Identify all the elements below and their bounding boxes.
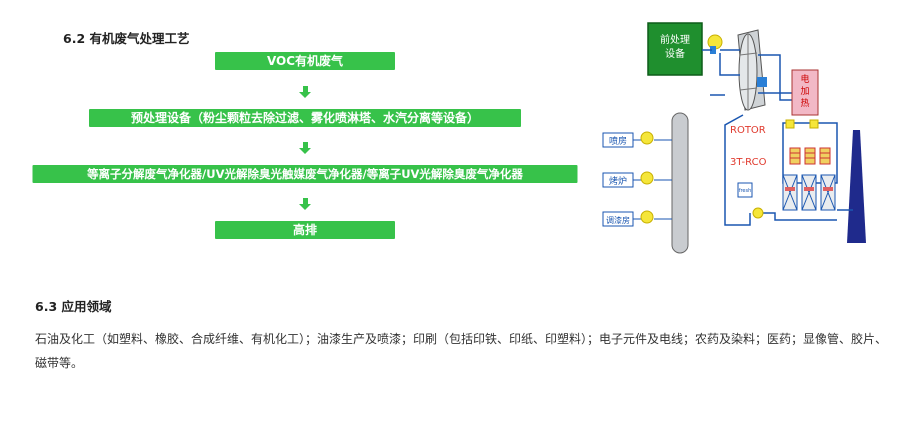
source-spray-room: 喷房 bbox=[602, 131, 672, 148]
heater-label-3: 热 bbox=[800, 97, 809, 109]
section-6-3-body: 石油及化工（如塑料、橡胶、合成纤维、有机化工）；油漆生产及喷漆；印刷（包括印铁、… bbox=[35, 332, 888, 370]
pretreatment-box bbox=[647, 22, 703, 76]
electric-heater bbox=[791, 69, 819, 116]
source-oven: 烤炉 bbox=[602, 171, 672, 188]
rco-heaters bbox=[789, 147, 831, 165]
heater-label-2: 加 bbox=[800, 86, 809, 97]
flow-step-pretreatment: 预处理设备（粉尘颗粒去除过滤、雾化喷淋塔、水汽分离等设备） bbox=[89, 109, 521, 127]
process-flowchart: VOC有机废气 预处理设备（粉尘颗粒去除过滤、雾化喷淋塔、水汽分离等设备） 等离… bbox=[30, 30, 580, 250]
section-6-3-title: 6.3 应用领域 bbox=[35, 299, 112, 314]
fresh-air-box bbox=[737, 182, 753, 198]
rotor-label: ROTOR bbox=[730, 125, 766, 136]
motor-icon bbox=[757, 77, 767, 87]
pretreatment-label-2: 设备 bbox=[665, 47, 685, 60]
rco-label: 3T-RCO bbox=[730, 157, 767, 168]
svg-text:调漆房: 调漆房 bbox=[606, 215, 630, 225]
equipment-diagram: 前处理 设备 电 加 热 ROTOR 3T-RCO bbox=[602, 22, 866, 254]
heater-label-1: 电 bbox=[800, 73, 809, 85]
flow-step-voc: VOC有机废气 bbox=[215, 52, 395, 70]
svg-text:喷房: 喷房 bbox=[609, 135, 627, 147]
svg-text:烤炉: 烤炉 bbox=[609, 175, 627, 187]
collector-pipe bbox=[671, 112, 689, 254]
section-6-2-title: 6.2 有机废气处理工艺 bbox=[63, 31, 190, 46]
fresh-label: fresh bbox=[739, 188, 752, 194]
flow-step-stack: 高排 bbox=[215, 221, 395, 239]
exhaust-stack bbox=[847, 130, 866, 243]
source-paint-room: 调漆房 bbox=[602, 210, 672, 227]
pretreatment-label-1: 前处理 bbox=[660, 33, 690, 46]
flow-step-purifier: 等离子分解废气净化器/UV光解除臭光触媒废气净化器/等离子UV光解除臭废气净化器 bbox=[32, 165, 578, 183]
